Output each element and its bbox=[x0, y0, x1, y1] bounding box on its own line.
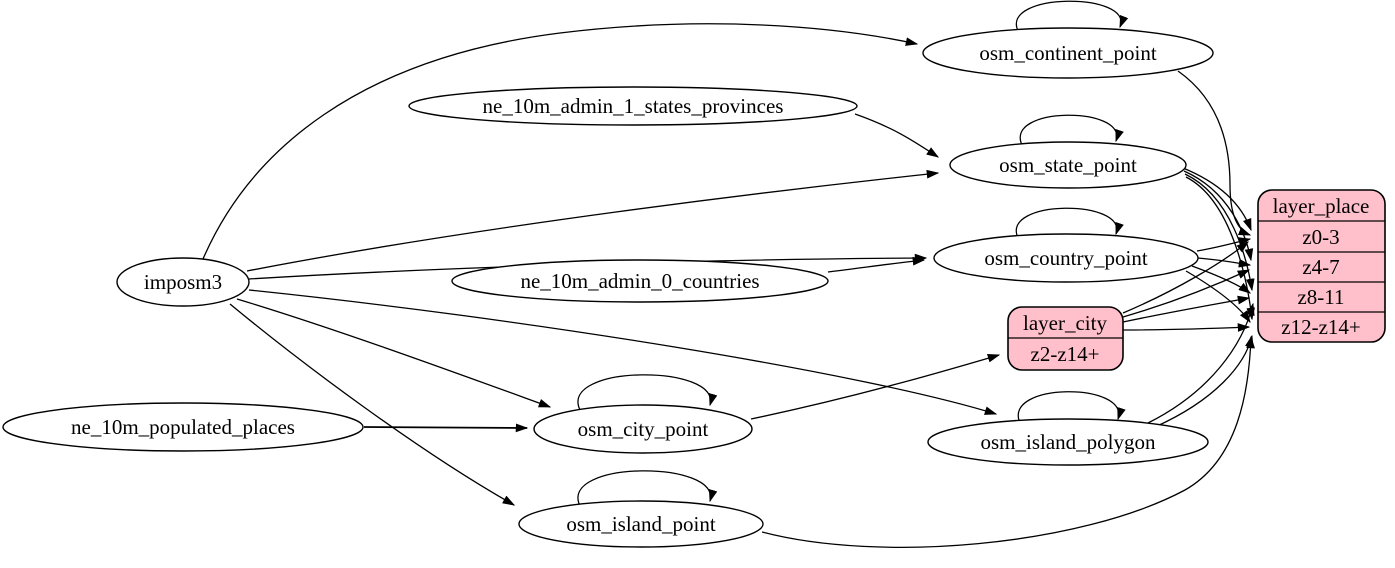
layer_place-row-z12-z14: z12-z14+ bbox=[1281, 315, 1360, 339]
layer_place-row-z4-7: z4-7 bbox=[1302, 255, 1339, 279]
edge-osm_island_point-layer_place-z12-z14 bbox=[761, 335, 1255, 548]
node-osm_state_point-shape bbox=[949, 141, 1187, 189]
edge-imposm3-osm_island_polygon bbox=[248, 289, 998, 415]
edge-imposm3-osm_state_point bbox=[246, 169, 940, 272]
node-osm_city_point-shape bbox=[533, 404, 753, 454]
self-loop-osm_country_point bbox=[1015, 207, 1124, 239]
layer_city-row-z2-z14: z2-z14+ bbox=[1031, 342, 1100, 366]
node-ne_10m_admin_1_states_provinces: ne_10m_admin_1_states_provinces bbox=[408, 86, 858, 126]
edge-osm_country_point-layer_place-z0-3 bbox=[1196, 237, 1252, 252]
edge-osm_continent_point-layer_place-z0-3 bbox=[1177, 70, 1252, 236]
node-ne_10m_populated_places-shape bbox=[2, 402, 364, 452]
edge-ne_10m_populated_places-osm_city_point bbox=[363, 423, 529, 433]
node-osm_island_polygon-label: osm_island_polygon bbox=[980, 430, 1156, 454]
edge-osm_city_point-layer_city bbox=[750, 353, 1001, 420]
self-loop-osm_continent_point bbox=[1015, 0, 1129, 32]
node-layer_city-label: layer_city bbox=[1023, 311, 1107, 335]
edge-group bbox=[202, 0, 1256, 548]
edge-ne_10m_admin_0_countries-osm_country_point bbox=[827, 256, 926, 273]
edge-layer_city-layer_place-z0-3 bbox=[1122, 241, 1249, 314]
edge-osm_island_polygon-layer_place-z8-11 bbox=[1147, 302, 1255, 424]
node-osm_island_point-shape bbox=[518, 500, 764, 548]
edge-osm_country_point-layer_place-z12-z14 bbox=[1185, 270, 1251, 324]
edge-ne_10m_admin_1_states_provinces-osm_state_point bbox=[854, 113, 940, 158]
node-layer_place-box bbox=[1257, 189, 1386, 343]
node-osm_continent_point-label: osm_continent_point bbox=[979, 41, 1156, 65]
edge-imposm3-osm_island_point bbox=[229, 303, 516, 506]
node-osm_city_point-label: osm_city_point bbox=[578, 417, 709, 441]
node-osm_island_point: osm_island_point bbox=[518, 500, 764, 548]
edge-imposm3-osm_city_point bbox=[236, 298, 552, 408]
node-ne_10m_admin_0_countries-shape bbox=[451, 259, 829, 303]
node-layer_city: layer_city z2-z14+ bbox=[1007, 306, 1124, 371]
node-osm_island_polygon: osm_island_polygon bbox=[927, 418, 1209, 466]
node-imposm3: imposm3 bbox=[116, 257, 250, 307]
edge-layer_city-layer_place-z12-z14 bbox=[1122, 323, 1251, 332]
layer_place-row-z8-11: z8-11 bbox=[1297, 285, 1344, 309]
node-ne_10m_admin_1_states_provinces-label: ne_10m_admin_1_states_provinces bbox=[483, 94, 784, 118]
node-imposm3-label: imposm3 bbox=[144, 270, 222, 294]
node-ne_10m_admin_1_states_provinces-shape bbox=[408, 86, 858, 126]
node-osm_state_point-label: osm_state_point bbox=[999, 153, 1137, 177]
edge-osm_island_polygon-layer_place-z12-z14 bbox=[1154, 334, 1254, 428]
edge-imposm3-osm_continent_point bbox=[202, 23, 919, 260]
self-loop-osm_island_point bbox=[577, 470, 718, 507]
edge-osm_state_point-layer_place-z0-3 bbox=[1182, 167, 1252, 232]
edge-layer_city-layer_place-z8-11 bbox=[1122, 295, 1251, 323]
self-loop-osm_city_point bbox=[577, 374, 718, 411]
node-osm_country_point-label: osm_country_point bbox=[984, 246, 1147, 270]
layer_place-row-z0-3: z0-3 bbox=[1302, 225, 1339, 249]
node-osm_continent_point-shape bbox=[922, 27, 1214, 79]
node-ne_10m_admin_0_countries: ne_10m_admin_0_countries bbox=[451, 259, 829, 303]
node-osm_state_point: osm_state_point bbox=[949, 141, 1187, 189]
node-osm_city_point: osm_city_point bbox=[533, 404, 753, 454]
node-osm_island_point-label: osm_island_point bbox=[566, 512, 716, 536]
node-ne_10m_populated_places-label: ne_10m_populated_places bbox=[71, 415, 295, 439]
node-osm_country_point-shape bbox=[933, 233, 1199, 283]
node-osm_island_polygon-shape bbox=[927, 418, 1209, 466]
self-loop-osm_state_point bbox=[1019, 114, 1124, 146]
self-loop-osm_island_polygon bbox=[1017, 391, 1126, 424]
node-ne_10m_populated_places: ne_10m_populated_places bbox=[2, 402, 364, 452]
node-layer_place-label: layer_place bbox=[1273, 194, 1370, 218]
node-layer_place: layer_place z0-3 z4-7 z8-11 z12-z14+ bbox=[1257, 189, 1386, 343]
node-osm_country_point: osm_country_point bbox=[933, 233, 1199, 283]
node-ne_10m_admin_0_countries-label: ne_10m_admin_0_countries bbox=[520, 269, 759, 293]
node-osm_continent_point: osm_continent_point bbox=[922, 27, 1214, 79]
edge-layer_city-layer_place-z4-7 bbox=[1122, 269, 1251, 318]
node-imposm3-shape bbox=[116, 257, 250, 307]
